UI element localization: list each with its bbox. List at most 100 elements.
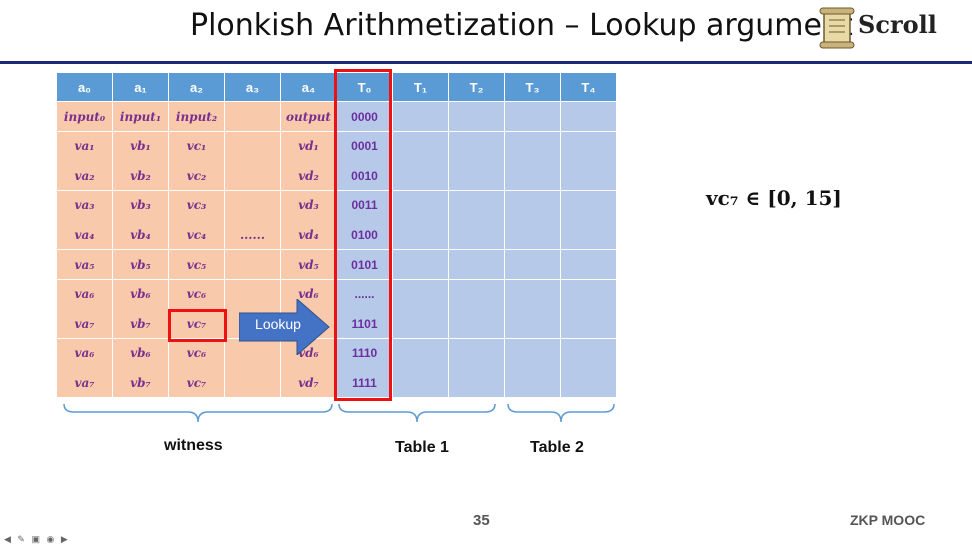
table-cell — [561, 102, 617, 132]
table-cell: 0001 — [337, 131, 393, 162]
table-cell — [393, 220, 449, 251]
table-cell — [225, 338, 281, 369]
vc7-highlight — [168, 309, 227, 342]
table-cell: va₇ — [57, 309, 113, 340]
table-cell — [225, 161, 281, 192]
table-cell: ...... — [337, 279, 393, 310]
table-cell — [505, 250, 561, 280]
range-formula: vc₇ ∈ [0, 15] — [706, 186, 842, 210]
column-header: T₂ — [449, 73, 505, 102]
table-cell — [225, 250, 281, 280]
table-cell — [393, 338, 449, 369]
column-header: T₁ — [393, 73, 449, 102]
table-cell — [225, 279, 281, 310]
table-cell — [393, 279, 449, 310]
table-cell: vc₃ — [169, 190, 225, 221]
logo-text: Scroll — [858, 10, 937, 39]
page-number: 35 — [473, 512, 490, 529]
table-cell: vb₇ — [113, 309, 169, 340]
witness-brace-icon — [63, 403, 333, 423]
footer-text: ZKP MOOC — [850, 512, 926, 528]
table-cell — [505, 102, 561, 132]
table-cell: vd₂ — [281, 161, 337, 192]
table-cell — [449, 279, 505, 310]
table-cell: va₆ — [57, 338, 113, 369]
table-cell — [449, 131, 505, 162]
column-header: T₀ — [337, 73, 393, 102]
table-cell: va₅ — [57, 250, 113, 280]
table-cell: vd₃ — [281, 190, 337, 221]
table-cell — [561, 309, 617, 340]
table-cell — [393, 368, 449, 399]
table-cell — [505, 161, 561, 192]
table-cell — [449, 309, 505, 340]
table-cell: vb₃ — [113, 190, 169, 221]
table-cell: vc₇ — [169, 309, 225, 340]
table1-brace-icon — [338, 403, 496, 423]
table-cell: va₁ — [57, 131, 113, 162]
table-cell: output — [281, 102, 337, 132]
table-cell: vd₅ — [281, 250, 337, 280]
column-header: a₃ — [225, 73, 281, 102]
table-cell — [225, 368, 281, 399]
table-cell — [505, 279, 561, 310]
table-cell: ...... — [225, 220, 281, 251]
table-cell — [561, 131, 617, 162]
table-cell: vc₆ — [169, 279, 225, 310]
lookup-label: Lookup — [255, 316, 301, 332]
table-cell — [449, 368, 505, 399]
table-cell: vd₄ — [281, 220, 337, 251]
table-cell: va₆ — [57, 279, 113, 310]
table-cell: vb₆ — [113, 338, 169, 369]
table-cell — [505, 309, 561, 340]
table-cell: input₀ — [57, 102, 113, 132]
table-cell: 0010 — [337, 161, 393, 192]
column-header: a₁ — [113, 73, 169, 102]
table-cell — [449, 338, 505, 369]
table-cell — [393, 131, 449, 162]
logo — [816, 6, 956, 50]
table-cell: 0000 — [337, 102, 393, 132]
table-cell: vc₆ — [169, 338, 225, 369]
table-cell: vd₇ — [281, 368, 337, 399]
table-cell: vb₇ — [113, 368, 169, 399]
table-cell — [561, 161, 617, 192]
table-cell — [225, 131, 281, 162]
table-cell: va₃ — [57, 190, 113, 221]
table-cell: vd₁ — [281, 131, 337, 162]
table-cell: vc₄ — [169, 220, 225, 251]
table-cell — [393, 161, 449, 192]
table-cell — [449, 161, 505, 192]
table-cell — [505, 131, 561, 162]
table-cell: vc₂ — [169, 161, 225, 192]
table-cell — [561, 338, 617, 369]
table-cell: 0101 — [337, 250, 393, 280]
column-header: T₄ — [561, 73, 617, 102]
column-header: a₄ — [281, 73, 337, 102]
table-cell — [505, 190, 561, 221]
table-cell — [561, 368, 617, 399]
table-cell: vb₅ — [113, 250, 169, 280]
table-cell — [449, 102, 505, 132]
table-cell — [393, 102, 449, 132]
slide-title: Plonkish Arithmetization – Lookup argume… — [190, 8, 853, 43]
table-cell: 0011 — [337, 190, 393, 221]
table-cell: vc₁ — [169, 131, 225, 162]
table-cell — [561, 250, 617, 280]
table-cell: 0100 — [337, 220, 393, 251]
table-cell — [561, 190, 617, 221]
table-cell — [561, 279, 617, 310]
table-cell — [393, 250, 449, 280]
table-cell: vd₆ — [281, 279, 337, 310]
table-cell: va₄ — [57, 220, 113, 251]
table-cell — [225, 102, 281, 132]
slide-controls[interactable]: ◀ ✎ ▣ ◉ ▶ — [4, 534, 70, 544]
table-cell: vb₂ — [113, 161, 169, 192]
table-cell: vc₅ — [169, 250, 225, 280]
table-cell — [393, 190, 449, 221]
table-cell — [393, 309, 449, 340]
table-cell — [449, 220, 505, 251]
table-cell: vb₆ — [113, 279, 169, 310]
table-cell — [225, 190, 281, 221]
table-cell — [505, 220, 561, 251]
